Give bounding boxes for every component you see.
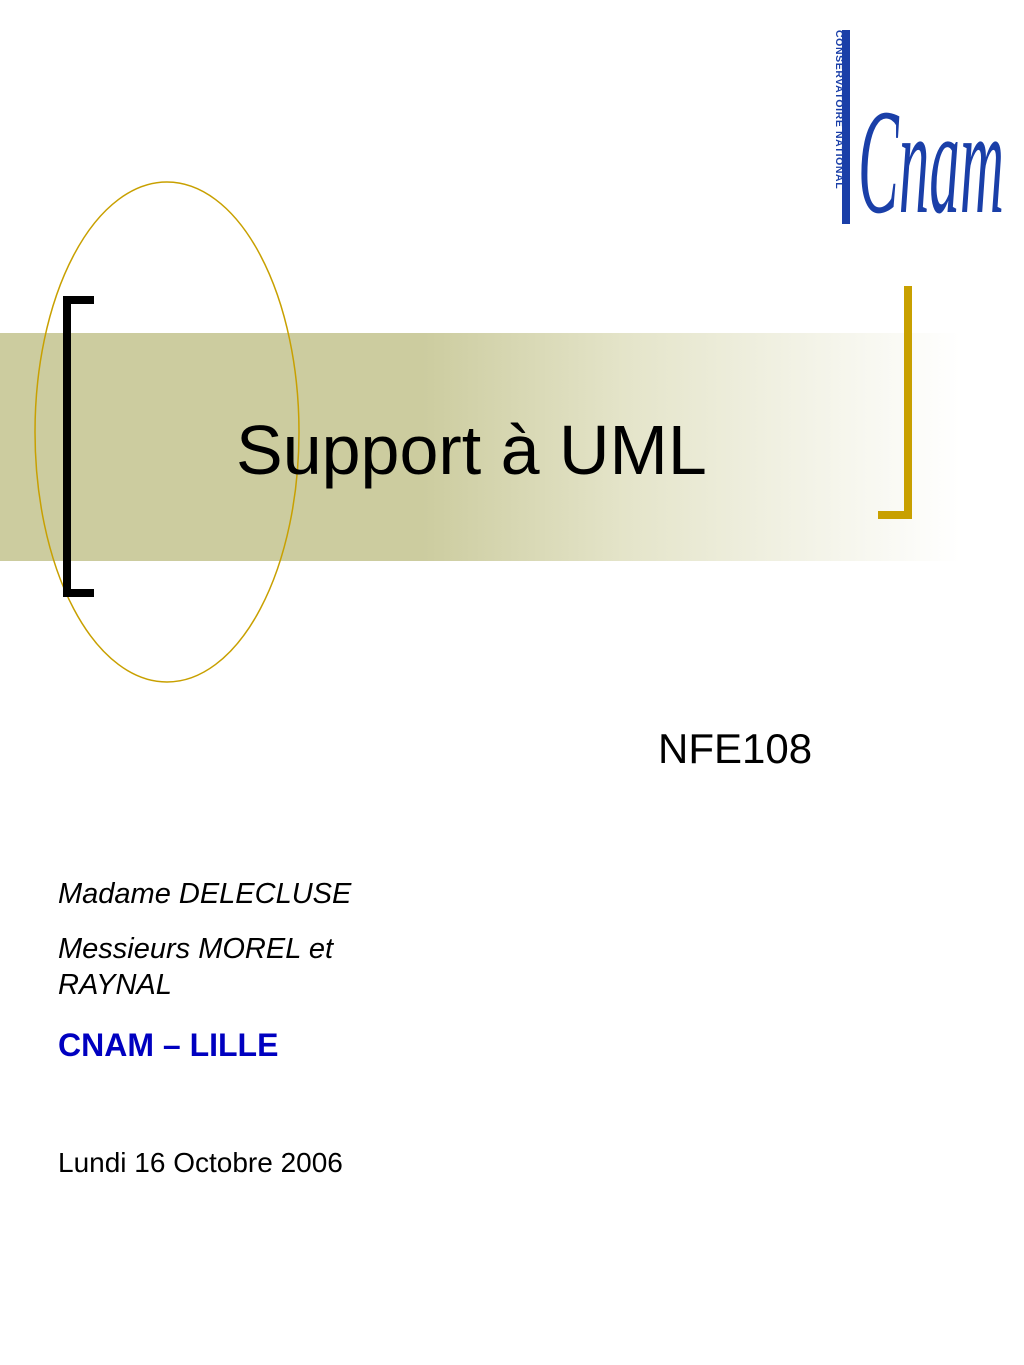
course-code: NFE108 [658, 725, 813, 772]
title-band [0, 333, 960, 561]
author-line-1: Madame DELECLUSE [58, 878, 352, 910]
decorative-oval [34, 181, 300, 683]
slide-title: Support à UML [236, 411, 707, 489]
presentation-date: Lundi 16 Octobre 2006 [58, 1147, 343, 1178]
logo-bar [842, 30, 850, 224]
author-line-2: Messieurs MOREL et [58, 933, 334, 965]
logo-wordmark: Cnam [858, 79, 1004, 228]
left-bracket [63, 296, 94, 597]
institution-name: CNAM – LILLE [58, 1027, 279, 1063]
right-bracket [878, 286, 912, 519]
cnam-logo: CONSERVATOIRE NATIONAL Cnam [833, 30, 1004, 228]
author-line-3: RAYNAL [58, 969, 172, 1001]
